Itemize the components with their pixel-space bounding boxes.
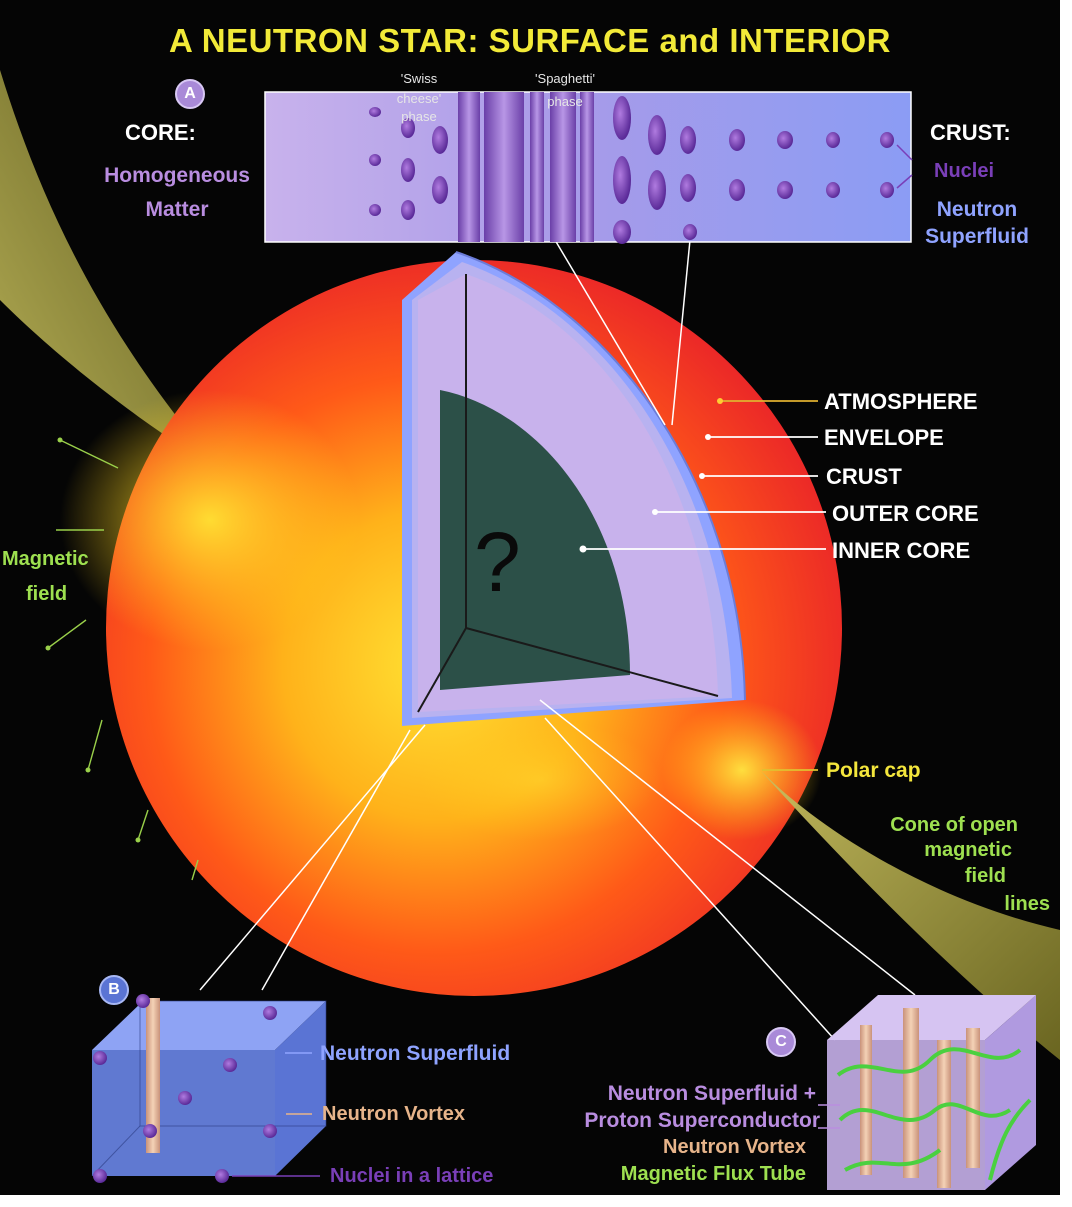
cone-line1: Cone of open	[890, 814, 1018, 836]
neutron-star-illustration	[0, 70, 1060, 1190]
panel-b-lattice-cube	[91, 994, 327, 1183]
panel-c-line1: Neutron Superfluid +	[607, 1082, 816, 1105]
panel-c-line3: Neutron Vortex	[663, 1136, 806, 1158]
crust-neutron-superfluid-line1: Neutron	[936, 198, 1018, 221]
cone-line2: magnetic	[924, 839, 1012, 861]
envelope-label: ENVELOPE	[824, 425, 944, 450]
core-desc-line1: Homogeneous	[104, 164, 250, 187]
hot-spot-left	[60, 390, 360, 650]
star-cutaway	[402, 251, 746, 726]
panel-b-neutron-vortex: Neutron Vortex	[322, 1103, 465, 1125]
upper-field-cone	[0, 70, 220, 470]
panel-a-pointers	[554, 239, 691, 426]
cone-line4: lines	[1004, 893, 1050, 915]
swiss-phase-line3: phase	[401, 109, 437, 124]
crust-label: CRUST	[826, 464, 902, 489]
panel-b-nuclei-lattice: Nuclei in a lattice	[330, 1165, 494, 1187]
outer-core-label: OUTER CORE	[832, 501, 979, 526]
panel-c-badge: C	[766, 1027, 796, 1057]
panel-b-neutron-superfluid: Neutron Superfluid	[320, 1042, 511, 1065]
core-desc-line2: Matter	[145, 198, 209, 221]
unknown-core-mark: ?	[474, 515, 521, 609]
atmosphere-label: ATMOSPHERE	[824, 389, 978, 414]
inner-core-layer	[440, 390, 630, 690]
swiss-phase-line2: cheese'	[396, 91, 442, 106]
panel-c-flux-cube	[818, 995, 1036, 1190]
cone-line3: field	[964, 865, 1006, 887]
panel-b-pointers	[199, 724, 426, 991]
core-heading: CORE:	[125, 120, 196, 145]
lower-field-cone	[760, 770, 1060, 1060]
spaghetti-phase-line1: 'Spaghetti'	[535, 71, 595, 86]
crust-neutron-superfluid-line2: Superfluid	[925, 225, 1029, 248]
inner-core-label: INNER CORE	[832, 538, 971, 563]
diagram-canvas: A NEUTRON STAR: SURFACE and INTERIOR A C…	[0, 0, 1060, 1195]
panel-a-phase-strip	[264, 91, 913, 244]
swiss-phase-line1: 'Swiss	[400, 71, 438, 86]
panel-b-badge: B	[99, 975, 129, 1005]
polar-cap-label: Polar cap	[826, 759, 921, 782]
panel-c-pointers	[539, 699, 916, 1041]
layer-pointers	[583, 400, 826, 771]
panel-c-line2: Proton Superconductor	[584, 1109, 820, 1132]
crust-heading: CRUST:	[930, 120, 1011, 145]
diagram-title: A NEUTRON STAR: SURFACE and INTERIOR	[168, 22, 891, 59]
panel-c-line4: Magnetic Flux Tube	[620, 1163, 806, 1185]
polar-cap-glow	[662, 700, 822, 840]
nuclei-label: Nuclei	[934, 160, 995, 182]
magnetic-field-lines	[47, 439, 199, 881]
magnetic-field-line2: field	[26, 583, 68, 605]
panel-a-badge: A	[175, 79, 205, 109]
spaghetti-phase-line2: phase	[547, 94, 583, 109]
magnetic-field-line1: Magnetic	[2, 548, 89, 570]
